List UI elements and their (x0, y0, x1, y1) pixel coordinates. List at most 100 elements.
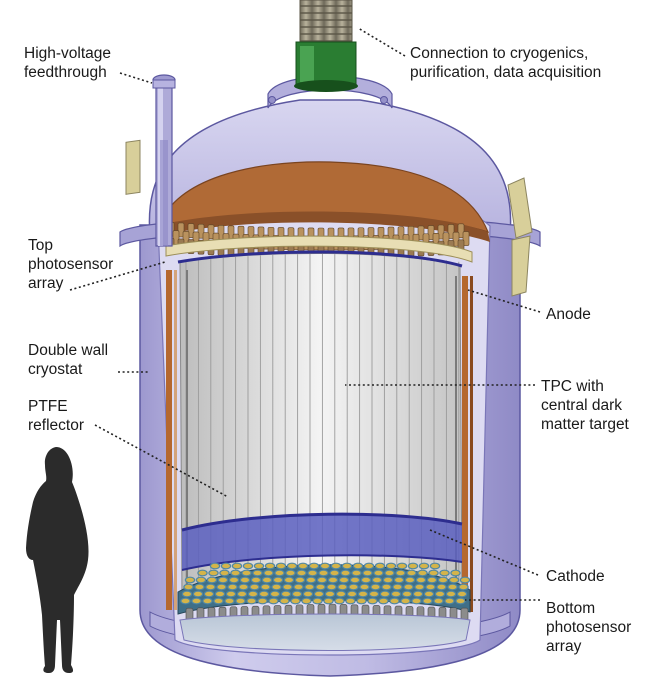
bottom-pmt (239, 576, 251, 584)
bottom-pmt (345, 597, 356, 605)
bottom-pmt (422, 597, 433, 605)
bottom-pmt (338, 576, 350, 584)
bottom-pmt (181, 590, 193, 598)
person-silhouette-icon (26, 447, 89, 673)
bottom-pmt (450, 569, 461, 577)
bottom-pmt (395, 569, 406, 577)
top-pmt (437, 224, 445, 240)
bottom-pmt (253, 562, 265, 570)
bottom-pmt (257, 597, 268, 605)
bottom-pmt (252, 569, 263, 577)
bottom-pmt (392, 583, 403, 591)
bottom-pmt (275, 562, 287, 570)
bottom-pmt (272, 576, 284, 584)
bottom-pmt (194, 583, 205, 591)
bottom-pmt (426, 576, 438, 584)
bottom-pmt (183, 583, 194, 591)
bottom-pmt (351, 569, 362, 577)
bottom-pmt (337, 583, 348, 591)
bottom-pmt (195, 576, 207, 584)
bottom-pmt (285, 569, 296, 577)
bottom-pmt (456, 590, 468, 598)
bottom-pmt (241, 569, 252, 577)
leader-lines (69, 27, 541, 601)
bottom-pmt (286, 562, 298, 570)
bottom-pmt (370, 583, 381, 591)
bottom-pmt (290, 597, 301, 605)
bottom-pmt (205, 583, 216, 591)
bottom-pmt (429, 562, 441, 570)
top-pmt (417, 225, 425, 241)
bottom-pmt (362, 569, 373, 577)
bottom-pmt (316, 576, 328, 584)
bottom-pmt (184, 576, 196, 584)
label-anode: Anode (546, 306, 591, 323)
label-double-wall-cryostat: Double wall cryostat (28, 342, 109, 378)
bottom-pmt (301, 597, 312, 605)
bottom-pmt (279, 597, 290, 605)
bottom-pmt (242, 562, 254, 570)
label-top-photosensor-array: Top photosensor array (28, 237, 114, 292)
bottom-pmt (260, 583, 271, 591)
bottom-pmt (264, 562, 276, 570)
bottom-pmt (225, 590, 237, 598)
bottom-pmt (327, 576, 339, 584)
bottom-pmt (401, 590, 413, 598)
bottom-pmt (250, 576, 262, 584)
bottom-pmt (296, 569, 307, 577)
top-pmt (177, 222, 185, 238)
bottom-pmt (356, 597, 367, 605)
bottom-pmt (191, 597, 202, 605)
bottom-pmt (293, 583, 304, 591)
bottom-pmt (197, 569, 208, 577)
bottom-pmt (216, 583, 227, 591)
top-pmt (207, 224, 215, 240)
bottom-pmt (374, 562, 386, 570)
bottom-pmt (315, 583, 326, 591)
label-cathode: Cathode (546, 568, 605, 585)
bottom-pmt (379, 590, 391, 598)
inner-floor (179, 613, 471, 651)
bottom-pmt (330, 562, 342, 570)
bottom-pmt (378, 597, 389, 605)
bottom-pmt (180, 597, 191, 605)
bottom-pmt (436, 583, 447, 591)
bottom-pmt (334, 597, 345, 605)
bottom-pmt (381, 583, 392, 591)
bottom-pmt (231, 562, 243, 570)
bottom-pmt (415, 576, 427, 584)
bottom-pmt (455, 597, 466, 605)
bottom-pmt (304, 583, 315, 591)
bottom-pmt (307, 569, 318, 577)
hv-feedthrough (152, 74, 176, 247)
bottom-pmt (206, 576, 218, 584)
bottom-pmt (357, 590, 369, 598)
bottom-pmt (247, 590, 259, 598)
bottom-pmt (417, 569, 428, 577)
bottom-pmt (411, 597, 422, 605)
label-tpc: TPC with central dark matter target (541, 378, 629, 433)
bottom-pmt (274, 569, 285, 577)
label-hv-feedthrough: High-voltage feedthrough (24, 45, 112, 81)
bottom-pmt (352, 562, 364, 570)
bottom-pmt (368, 590, 380, 598)
bottom-pmt (249, 583, 260, 591)
bottom-pmt (437, 576, 449, 584)
bottom-pmt (448, 576, 460, 584)
bottom-pmt (458, 583, 469, 591)
bottom-pmt (220, 562, 232, 570)
bottom-pmt (224, 597, 235, 605)
bottom-pmt (385, 562, 397, 570)
bottom-pmt (246, 597, 257, 605)
bottom-pmt (359, 583, 370, 591)
bottom-pmt (384, 569, 395, 577)
bottom-pmt (209, 562, 221, 570)
top-pmt (447, 224, 455, 239)
bottom-pmt (308, 562, 320, 570)
bottom-pmt (319, 562, 331, 570)
bottom-pmt (423, 590, 435, 598)
bottom-pmt (404, 576, 416, 584)
bottom-pmt (294, 576, 306, 584)
bottom-pmt (236, 590, 248, 598)
